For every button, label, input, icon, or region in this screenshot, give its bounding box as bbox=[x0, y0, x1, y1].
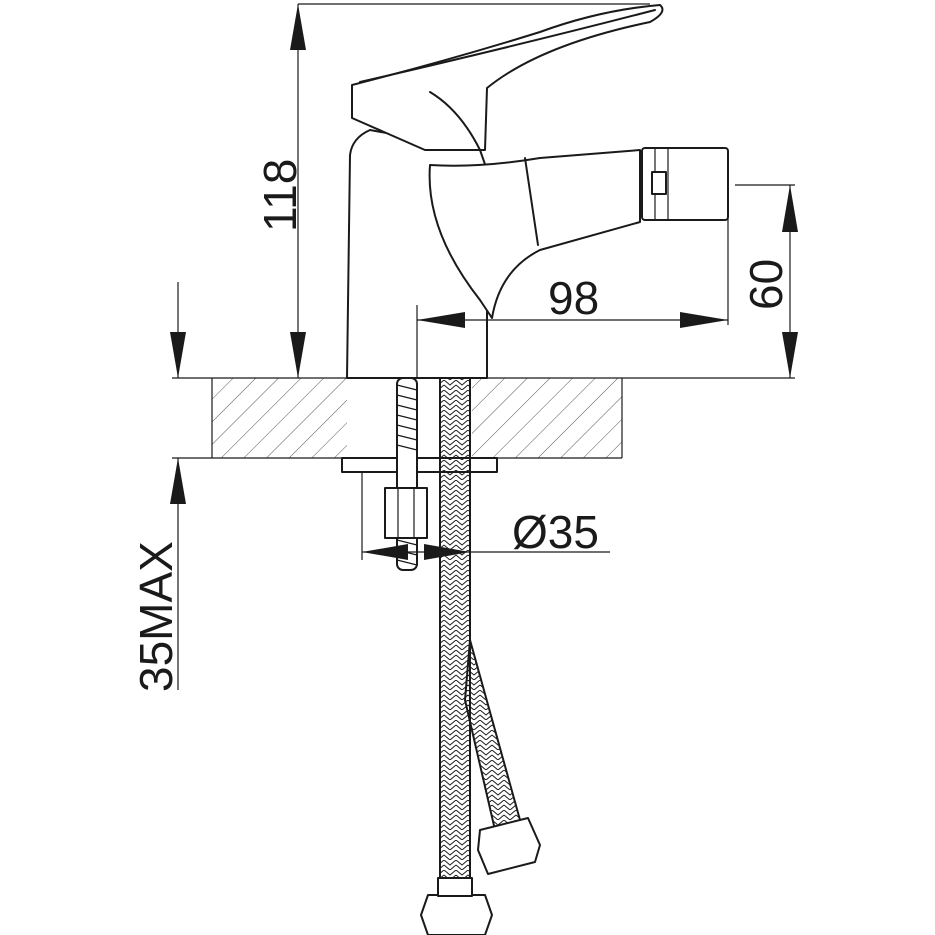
dim-98-label: 98 bbox=[548, 272, 599, 324]
threaded-rod bbox=[384, 377, 428, 571]
dim-height-118: 118 bbox=[254, 3, 650, 378]
dim-height-60: 60 bbox=[735, 184, 798, 378]
dim-deck-35max: 35MAX bbox=[130, 282, 186, 692]
dim-118-label: 118 bbox=[254, 159, 306, 232]
faucet-body bbox=[346, 129, 729, 379]
dim-35max-label: 35MAX bbox=[130, 541, 182, 692]
handle-lever bbox=[351, 4, 664, 151]
dim-60-label: 60 bbox=[740, 259, 792, 310]
dim-reach-98: 98 bbox=[416, 185, 729, 378]
dim-diameter-35: Ø35 bbox=[361, 472, 610, 560]
mounting-plate bbox=[341, 457, 498, 473]
flexible-hose-branch bbox=[463, 639, 541, 875]
countertop-section bbox=[172, 377, 795, 459]
dim-d35-label: Ø35 bbox=[512, 506, 599, 558]
flexible-hose-main bbox=[420, 377, 493, 935]
